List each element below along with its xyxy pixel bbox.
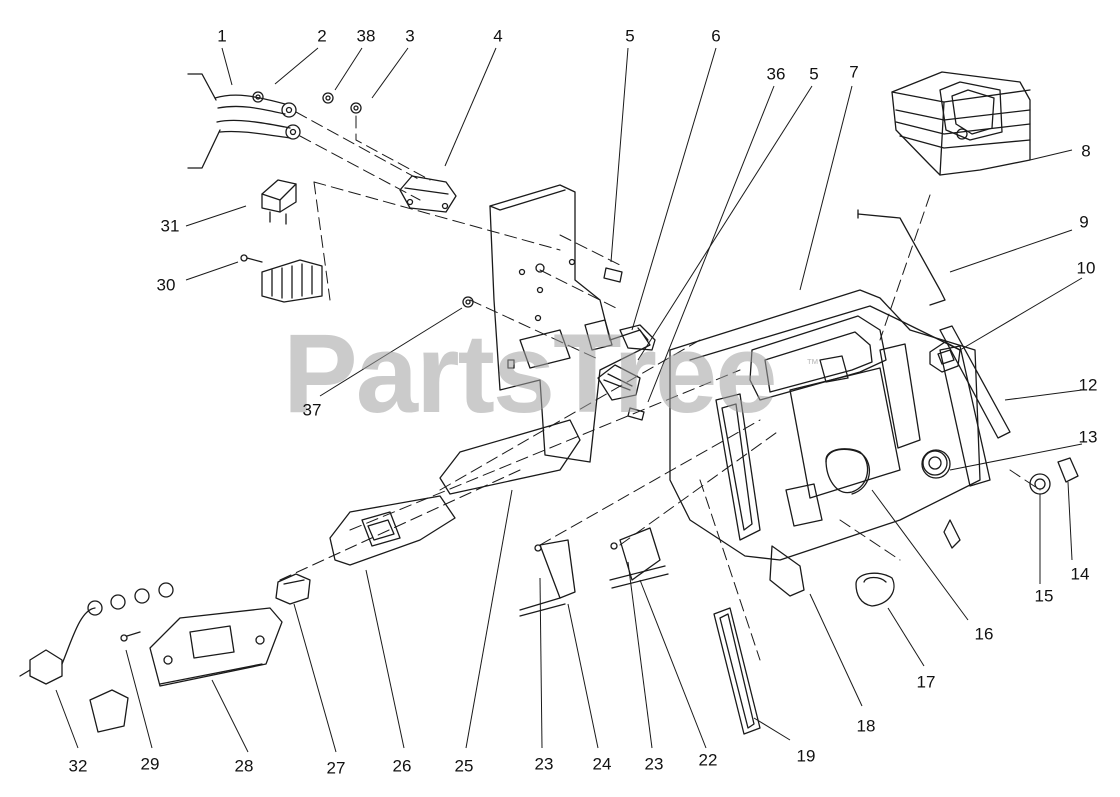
panel-part-26 xyxy=(329,495,456,566)
handle-part-12 xyxy=(939,325,1011,439)
callout-29: 29 xyxy=(140,754,160,774)
cable-part-1 xyxy=(187,73,301,169)
callout-14: 14 xyxy=(1070,564,1090,584)
bracket-part-24 xyxy=(519,597,566,617)
module-part-36 xyxy=(597,364,641,401)
callout-8: 8 xyxy=(1081,141,1091,161)
strip-part-19 xyxy=(713,607,761,735)
callout-19: 19 xyxy=(796,746,816,766)
callout-23: 23 xyxy=(644,754,664,774)
watermark: PartsTree xyxy=(283,311,778,436)
callout-5: 5 xyxy=(625,26,635,46)
callout-23: 23 xyxy=(534,754,554,774)
callout-24: 24 xyxy=(592,754,612,774)
callout-30: 30 xyxy=(156,275,176,295)
knob-part-16 xyxy=(825,448,871,495)
screw-part-5-lower xyxy=(627,407,645,421)
grommet-part-10 xyxy=(929,341,961,373)
callout-3: 3 xyxy=(405,26,415,46)
callout-7: 7 xyxy=(849,62,859,82)
callout-1: 1 xyxy=(217,26,227,46)
cover-part-25 xyxy=(439,419,581,495)
fuse-block-part-30 xyxy=(240,254,323,303)
callout-22: 22 xyxy=(698,750,718,770)
boot-part-8 xyxy=(891,71,1031,176)
callout-9: 9 xyxy=(1079,212,1089,232)
pin-part-14 xyxy=(1057,457,1079,483)
bracket-bottom-left xyxy=(89,689,129,733)
switch-part-6 xyxy=(619,324,656,351)
callout-37: 37 xyxy=(302,400,322,420)
callout-5: 5 xyxy=(809,64,819,84)
nut-part-38 xyxy=(322,92,334,104)
callout-28: 28 xyxy=(234,756,254,776)
callout-26: 26 xyxy=(392,756,412,776)
callout-36: 36 xyxy=(766,64,786,84)
callout-12: 12 xyxy=(1078,375,1098,395)
nut-part-2 xyxy=(252,91,264,103)
callout-16: 16 xyxy=(974,624,994,644)
rod-part-9 xyxy=(857,209,946,306)
screw-part-5 xyxy=(603,267,623,283)
trademark: ™ xyxy=(806,356,819,371)
switch-part-27 xyxy=(275,573,311,605)
cap-part-17 xyxy=(855,572,895,607)
callout-10: 10 xyxy=(1076,258,1096,278)
callout-4: 4 xyxy=(493,26,503,46)
callout-13: 13 xyxy=(1078,427,1098,447)
callout-18: 18 xyxy=(856,716,876,736)
nut-part-3 xyxy=(350,102,362,114)
leader-lines xyxy=(55,47,1083,753)
callout-2: 2 xyxy=(317,26,327,46)
nut-part-15 xyxy=(1029,473,1051,495)
callout-17: 17 xyxy=(916,672,936,692)
bracket-plate xyxy=(489,184,651,463)
nut-part-37 xyxy=(462,296,474,308)
assembly-lines xyxy=(279,111,1041,661)
callout-27: 27 xyxy=(326,758,346,778)
relay-part-4 xyxy=(399,175,457,213)
knob-part-13 xyxy=(921,449,951,479)
bracket-part-23b xyxy=(610,527,661,581)
tray-part-28 xyxy=(149,607,283,687)
linkage-part-22 xyxy=(609,565,669,589)
relay-part-31 xyxy=(261,179,297,225)
callout-6: 6 xyxy=(711,26,721,46)
callout-38: 38 xyxy=(356,26,376,46)
callout-25: 25 xyxy=(454,756,474,776)
bracket-part-23 xyxy=(534,539,576,599)
console-housing-part-7 xyxy=(669,289,991,597)
callout-31: 31 xyxy=(160,216,180,236)
callout-15: 15 xyxy=(1034,586,1054,606)
callout-32: 32 xyxy=(68,756,88,776)
screw-part-29 xyxy=(120,631,141,642)
bulb-harness-part-32 xyxy=(19,582,174,685)
